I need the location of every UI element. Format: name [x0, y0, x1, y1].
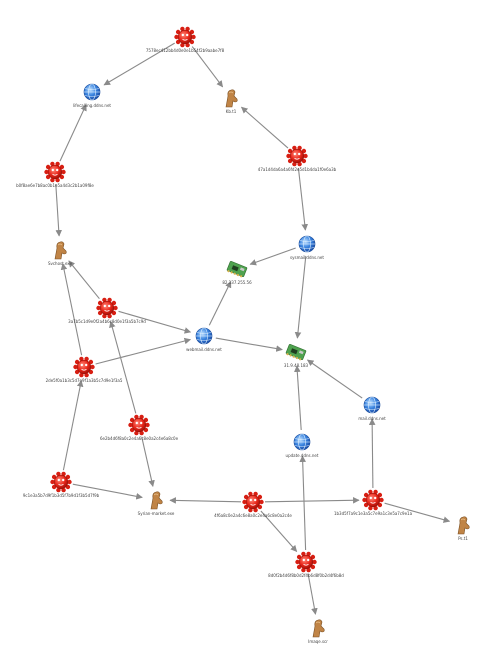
node-label: Kb.t1: [226, 109, 237, 114]
node-label: Ps.t1: [458, 536, 468, 541]
node-label: 47a1d4da6a4a6fd2e5d1b4da1f0e6a3b: [258, 167, 337, 172]
node-malware[interactable]: 3a7b5c1d9e0f2a4b6c8d0e1f3a5b7c9d: [68, 297, 146, 324]
edge-n9-n10: [118, 310, 192, 334]
edge-n7-n8: [249, 247, 296, 266]
red-virus-icon: [128, 414, 150, 436]
red-virus-icon: [96, 297, 118, 319]
edges-layer: [55, 42, 451, 615]
edge-n4-n3: [241, 106, 289, 149]
node-file[interactable]: Ps.t1: [457, 516, 470, 541]
edge-n15-n11: [306, 359, 363, 399]
node-label: 2de5f0a1b3c5d7e9f1a3b5c7d9e1f3a5: [46, 378, 123, 383]
node-label: 9c1e3a5b7d9f1b3d5f7b9d1f3b5d7f9b: [23, 493, 100, 498]
edge-n21-n20: [384, 502, 451, 523]
edge-n10-n11: [215, 337, 283, 352]
node-domain[interactable]: sysmail.ddns.net: [290, 235, 324, 260]
node-malware[interactable]: 47a1d4da6a4a6fd2e5d1b4da1f0e6a3b: [258, 145, 337, 172]
blue-globe-icon: [293, 433, 311, 451]
red-virus-icon: [362, 489, 384, 511]
node-file[interactable]: Svchost.exe: [48, 241, 73, 266]
node-domain[interactable]: lifecalling.ddns.net: [73, 83, 111, 108]
node-domain[interactable]: mail.ddns.net: [358, 396, 386, 421]
node-label: update.ddns.net: [286, 453, 319, 458]
edge-n12-n6: [60, 263, 83, 356]
edge-n21-n15: [368, 418, 376, 489]
blue-globe-icon: [298, 235, 316, 253]
node-domain[interactable]: update.ddns.net: [286, 433, 319, 458]
node-label: Syrian-market.exe: [138, 511, 175, 516]
node-label: b0f8ae6e7b8ac0b1e5a4d3c2b1a09f8e: [16, 183, 94, 188]
node-label: sysmail.ddns.net: [290, 255, 324, 260]
node-ip[interactable]: 31.9.48.183: [284, 343, 309, 368]
node-file[interactable]: Imaqe.scr: [308, 619, 328, 644]
brown-file-icon: [54, 241, 67, 260]
blue-globe-icon: [83, 83, 101, 101]
red-virus-icon: [242, 491, 264, 513]
edge-n16-n12: [62, 380, 84, 471]
edge-n16-n17: [72, 483, 143, 500]
red-virus-icon: [50, 471, 72, 493]
red-virus-icon: [73, 356, 95, 378]
node-label: 31.9.48.183: [284, 363, 309, 368]
node-label: 8d0f2b4d6f8b0d2f4b6d8f0b2d4f6b8d: [268, 573, 344, 578]
node-malware[interactable]: 4f6a8c0e2a4c6e8a0c2e4a6c8e0a2c4e: [214, 491, 292, 518]
edge-n19-n22: [307, 573, 318, 615]
node-malware[interactable]: b0f8ae6e7b8ac0b1e5a4d3c2b1a09f8e: [16, 161, 94, 188]
node-malware[interactable]: 1b3d5f7a9c1e3a5c7e9a1c3e5a7c9e1a: [334, 489, 413, 516]
edge-n18-n21: [264, 497, 360, 504]
edge-n1-n2: [103, 42, 175, 86]
node-label: 4f6a8c0e2a4c6e8a0c2e4a6c8e0a2c4e: [214, 513, 292, 518]
edge-n9-n6: [68, 260, 100, 300]
node-label: Imaqe.scr: [308, 639, 328, 644]
brown-file-icon: [312, 619, 325, 638]
node-malware[interactable]: 8d0f2b4d6f8b0d2f4b6d8f0b2d4f6b8d: [268, 551, 344, 578]
node-label: lifecalling.ddns.net: [73, 103, 111, 108]
node-label: webmail.ddns.net: [186, 347, 222, 352]
blue-globe-icon: [195, 327, 213, 345]
node-label: 6e2b4d6f8a0c2e4a6c8e0a2c4e6a8c0e: [100, 436, 179, 441]
green-network-card-icon: [285, 343, 307, 361]
node-malware[interactable]: 7578ec412bb4d0e0e1b54f2b9aabe7f8: [146, 26, 225, 53]
edge-n12-n10: [95, 337, 192, 365]
node-malware[interactable]: 9c1e3a5b7d9f1b3d5f7b9d1f3b5d7f9b: [23, 471, 100, 498]
node-label: 1b3d5f7a9c1e3a5c7e9a1c3e5a7c9e1a: [334, 511, 413, 516]
red-virus-icon: [286, 145, 308, 167]
node-ip[interactable]: 82.137.255.56: [222, 260, 252, 285]
node-domain[interactable]: webmail.ddns.net: [186, 327, 222, 352]
edge-n14-n17: [141, 436, 155, 487]
edge-n7-n11: [294, 255, 307, 339]
node-label: 7578ec412bb4d0e0e1b54f2b9aabe7f8: [146, 48, 225, 53]
edge-n13-n11: [294, 365, 302, 431]
node-label: Svchost.exe: [48, 261, 73, 266]
node-label: 3a7b5c1d9e0f2a4b6c8d0e1f3a5b7c9d: [68, 319, 146, 324]
brown-file-icon: [457, 516, 470, 535]
nodes-layer: 7578ec412bb4d0e0e1b54f2b9aabe7f8 lifecall…: [16, 26, 470, 644]
edge-n1-n3: [191, 46, 224, 88]
edge-n5-n2: [59, 104, 87, 162]
node-file[interactable]: Syrian-market.exe: [138, 491, 175, 516]
brown-file-icon: [225, 89, 238, 108]
edge-n19-n13: [299, 455, 307, 551]
edge-n14-n9: [109, 320, 137, 414]
red-virus-icon: [174, 26, 196, 48]
blue-globe-icon: [363, 396, 381, 414]
red-virus-icon: [295, 551, 317, 573]
node-malware[interactable]: 6e2b4d6f8a0c2e4a6c8e0a2c4e6a8c0e: [100, 414, 179, 441]
red-virus-icon: [44, 161, 66, 183]
edge-n10-n8: [208, 281, 232, 326]
node-malware[interactable]: 2de5f0a1b3c5d7e9f1a3b5c7d9e1f3a5: [46, 356, 123, 383]
edge-n18-n17: [169, 497, 242, 504]
green-network-card-icon: [226, 260, 248, 278]
node-label: 82.137.255.56: [222, 280, 252, 285]
edge-n18-n19: [260, 510, 298, 552]
node-file[interactable]: Kb.t1: [225, 89, 238, 114]
brown-file-icon: [150, 491, 163, 510]
edge-n5-n6: [55, 183, 63, 237]
edge-n4-n7: [297, 167, 309, 231]
node-label: mail.ddns.net: [358, 416, 386, 421]
